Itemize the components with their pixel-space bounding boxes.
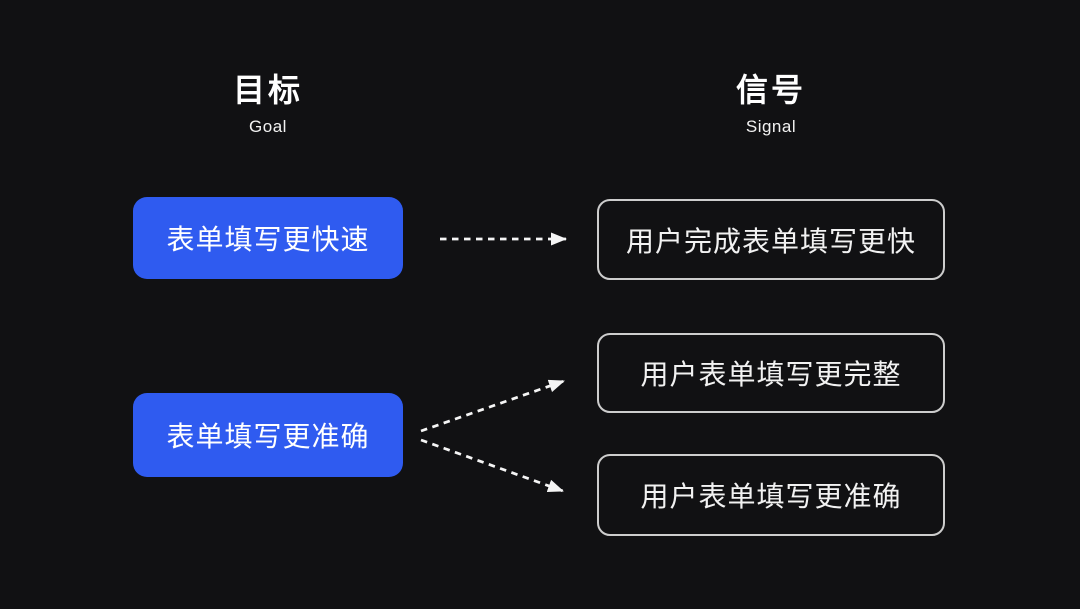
signal-box-more-complete: 用户表单填写更完整 — [597, 333, 945, 413]
goal-box-faster: 表单填写更快速 — [133, 197, 403, 279]
signal-box-complete-faster: 用户完成表单填写更快 — [597, 199, 945, 280]
signal-box-more-accurate: 用户表单填写更准确 — [597, 454, 945, 536]
goal-box-accurate: 表单填写更准确 — [133, 393, 403, 477]
arrow-goal-accurate-to-signal-more-complete — [420, 379, 565, 433]
signal-title-en: Signal — [745, 117, 797, 136]
goal-title-zh: 目标 — [232, 72, 303, 108]
signal-column-header: 信号 Signal — [597, 70, 945, 137]
signal-title-zh: 信号 — [735, 72, 806, 108]
goal-title-en: Goal — [249, 117, 287, 136]
arrow-goal-accurate-to-signal-more-accurate — [420, 438, 564, 493]
goal-column-header: 目标 Goal — [133, 70, 403, 137]
